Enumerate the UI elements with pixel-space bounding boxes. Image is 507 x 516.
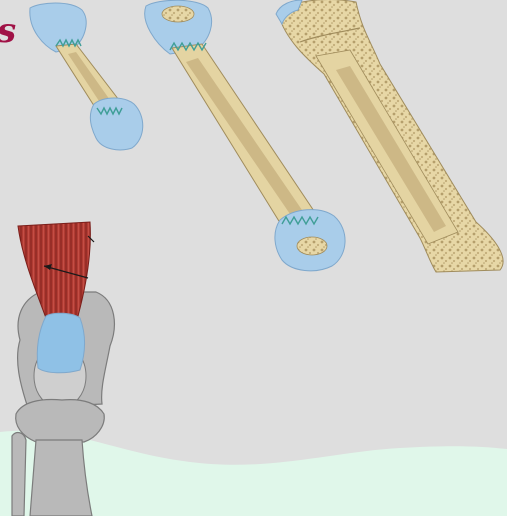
quadriceps-tendon xyxy=(37,313,84,373)
bone-2-distal-ossification xyxy=(297,237,327,255)
knee-fibula xyxy=(12,433,26,516)
bone-1-distal-cartilage xyxy=(90,98,142,150)
knee-tibia-plateau xyxy=(16,400,105,442)
slide-title-fragment: s xyxy=(0,14,16,48)
knee-tibia xyxy=(30,440,92,516)
bone-2-proximal-ossification xyxy=(162,6,194,22)
